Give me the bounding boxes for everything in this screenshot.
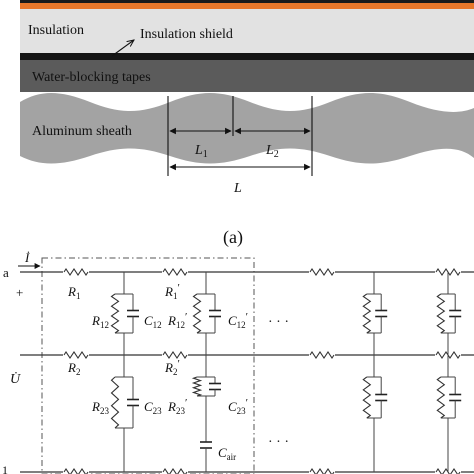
- insulation-layer: [20, 9, 474, 53]
- series-resistor-r3-c1: [63, 468, 89, 474]
- series-resistor-r3-c2-gap: [162, 468, 188, 474]
- cair-capacitor: [200, 418, 212, 472]
- figure-caption-a: (a): [223, 227, 243, 248]
- shunt-rc-upper-2-capacitor: [209, 294, 221, 333]
- r23-prime-label: R23′: [167, 397, 187, 416]
- c12-prime-label: C12′: [228, 311, 248, 330]
- shunt-rc-upper-1: [110, 272, 139, 355]
- r12-prime-label: R12′: [167, 311, 187, 330]
- l2-label: L2: [265, 143, 279, 160]
- shunt-rc-lower-2: [191, 355, 221, 418]
- r12-label: R12: [91, 313, 109, 330]
- equivalent-circuit: İ a + U̇ 1 R1 R1′ R12 C12 R12′ C12′ R2 R…: [2, 250, 474, 474]
- shunt-rc-upper-4-capacitor: [449, 294, 462, 333]
- shunt-rc-lower-1-resistor: [110, 376, 120, 429]
- r2-prime-label: R2′: [164, 358, 180, 377]
- shunt-branches: [110, 272, 462, 472]
- shunt-rc-lower-1-capacitor: [127, 377, 139, 428]
- shunt-rc-lower-4: [436, 355, 462, 440]
- current-symbol: İ: [24, 250, 30, 265]
- l-label: L: [233, 181, 242, 196]
- shunt-rc-upper-4-resistor: [436, 293, 446, 334]
- series-resistor-r2-c1: [63, 351, 89, 359]
- shunt-rc-upper-3: [362, 272, 388, 355]
- shunt-rc-upper-3-resistor: [362, 293, 372, 334]
- shunt-rc-lower-3-resistor: [362, 376, 372, 419]
- series-resistor-r1-c2: [162, 268, 188, 276]
- series-resistor-r3-c3: [309, 468, 335, 474]
- r23-label: R23: [91, 399, 109, 416]
- aluminum-sheath-label: Aluminum sheath: [32, 124, 132, 139]
- water-blocking-tapes-layer: [20, 60, 474, 92]
- cable-cross-section: Insulation Insulation shield Water-block…: [20, 0, 474, 248]
- voltage-symbol: U̇: [10, 371, 21, 387]
- node-a-label: a: [3, 265, 9, 280]
- shunt-rc-upper-3-capacitor: [375, 294, 388, 333]
- plus-sign: +: [16, 285, 23, 300]
- cair-label: Cair: [218, 445, 236, 462]
- series-resistor-r3-c2: [162, 468, 188, 474]
- shunt-rc-upper-2-resistor: [192, 293, 202, 334]
- shunt-rc-lower-3: [362, 355, 388, 440]
- copper-band: [20, 3, 474, 9]
- ellipsis-bottom: · · ·: [268, 435, 289, 450]
- insulation-shield-pointer: [111, 40, 134, 57]
- series-resistor-r2-c2: [162, 351, 188, 359]
- insulation-shield-layer: [20, 53, 474, 60]
- top-black-line: [20, 0, 474, 3]
- bottom-node-label: 1: [2, 463, 8, 474]
- r2-label: R2: [67, 360, 80, 377]
- shunt-rc-lower-3-capacitor: [375, 377, 388, 418]
- c12-label: C12: [144, 313, 162, 330]
- r1-label: R1: [67, 284, 80, 301]
- c23-prime-label: C23′: [228, 397, 248, 416]
- series-resistor-r3-c1-gap: [63, 468, 89, 474]
- ellipsis-top: · · ·: [268, 315, 289, 330]
- shunt-rc-upper-2: [192, 272, 221, 355]
- shunt-rc-lower-1: [110, 355, 139, 450]
- insulation-shield-label: Insulation shield: [140, 27, 233, 42]
- shunt-rc-upper-1-capacitor: [127, 294, 139, 333]
- shunt-rc-lower-4-capacitor: [449, 377, 462, 418]
- series-resistor-r3-c3-gap: [309, 468, 335, 474]
- l1-label: L1: [194, 143, 208, 160]
- series-resistor-r1-c1: [63, 268, 89, 276]
- shunt-rc-upper-4: [436, 272, 462, 355]
- water-blocking-tapes-label: Water-blocking tapes: [32, 70, 151, 85]
- shunt-rc-lower-2-capacitor: [209, 377, 221, 396]
- series-resistors: [63, 268, 461, 474]
- r1-prime-label: R1′: [164, 282, 180, 301]
- shunt-rc-lower-4-resistor: [436, 376, 446, 419]
- series-resistor-r2-c3: [309, 351, 335, 359]
- series-resistor-r1-c3: [309, 268, 335, 276]
- unit-cell-boundary: [41, 257, 255, 474]
- shunt-rc-upper-1-resistor: [110, 293, 120, 334]
- insulation-label: Insulation: [28, 23, 84, 38]
- c23-label: C23: [144, 399, 162, 416]
- shunt-rc-lower-2-resistor: [191, 376, 203, 397]
